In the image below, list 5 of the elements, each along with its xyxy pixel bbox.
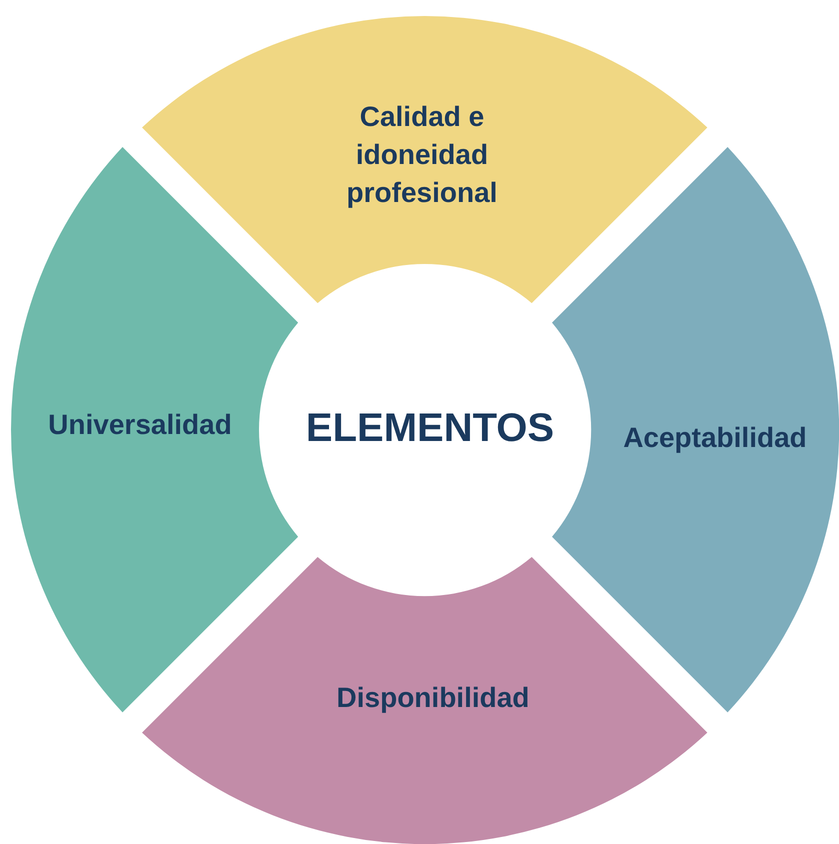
segment-label: Universalidad bbox=[47, 408, 233, 442]
segment-label: Calidad e idoneidad profesional bbox=[346, 100, 498, 210]
segment-label: Aceptabilidad bbox=[622, 420, 808, 455]
center-label: ELEMENTOS bbox=[306, 405, 554, 452]
segment-label: Disponibilidad bbox=[336, 680, 530, 715]
